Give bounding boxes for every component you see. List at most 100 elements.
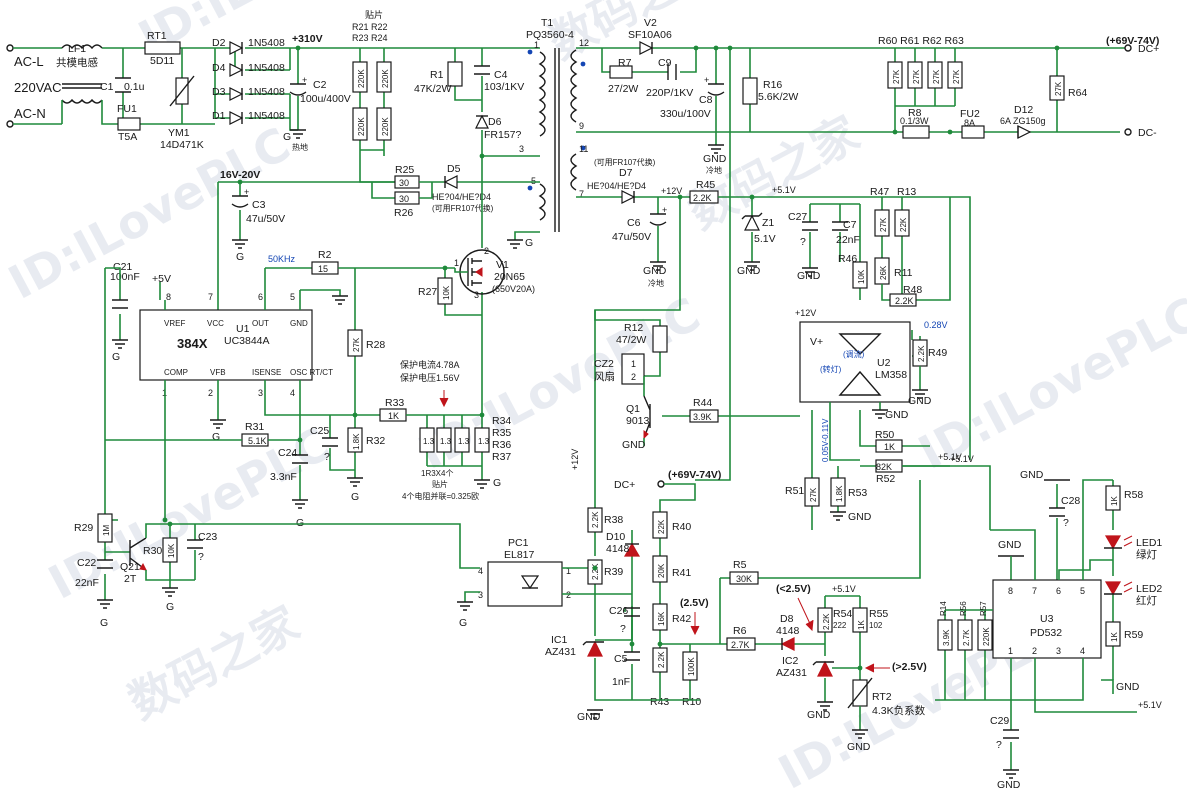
- fu1-ref: FU1: [117, 103, 137, 115]
- v2-value: SF10A06: [628, 29, 672, 41]
- r41-value: 20K: [657, 563, 666, 578]
- r39-ref: R39: [604, 566, 623, 578]
- ym1-varistor: YM1 14D471K: [160, 48, 204, 151]
- r2-value: 15: [318, 264, 328, 274]
- c7-value: 22nF: [836, 234, 860, 246]
- r37-ref: R37: [492, 451, 511, 463]
- r13-value: 22K: [899, 217, 908, 232]
- r11-value: 26K: [879, 265, 888, 280]
- r14-ref: R14: [939, 601, 948, 616]
- r34-g: G: [493, 477, 501, 489]
- c9-ref: C9: [658, 57, 672, 69]
- svg-text:1: 1: [454, 258, 459, 268]
- r36-ref: R36: [492, 439, 511, 451]
- r49-value: 2.2K: [917, 345, 926, 362]
- u1-isense-pin: ISENSE: [252, 368, 281, 377]
- r50-value: 1K: [884, 442, 895, 452]
- plus51-c: +5.1V: [832, 584, 856, 594]
- svg-text:3: 3: [474, 290, 479, 300]
- v2-ref: V2: [644, 17, 657, 29]
- u1-ic-body: [139, 309, 313, 381]
- r26-ref: R26: [394, 207, 413, 219]
- c9-value: 220P/1KV: [646, 87, 693, 99]
- r12-ref: R12: [624, 322, 643, 334]
- u2-ref: U2: [877, 357, 891, 369]
- r53-ref: R53: [848, 487, 867, 499]
- secondary-feedback: +12V DC+ (+69V-74V) 2.2K 2.2K R38 R39 D1…: [545, 449, 730, 723]
- u1-out-pin: OUT: [252, 319, 269, 328]
- r59-gnd: GND: [1116, 681, 1140, 693]
- rt1-value: 5D11: [150, 55, 174, 67]
- r61-value: 27K: [912, 69, 921, 84]
- d8-ref: D8: [780, 613, 794, 625]
- led2-ref: LED2: [1136, 583, 1162, 595]
- cz2-desc: 风扇: [594, 370, 615, 383]
- r42-value: 16K: [657, 611, 666, 626]
- ic2-ref: IC2: [782, 655, 799, 667]
- r40-value: 22K: [657, 519, 666, 534]
- r32-g: G: [351, 491, 359, 503]
- fan-driver: R12 47/2W 12 CZ2 风扇 Q1 9013 GND R44 3.9K: [594, 310, 800, 451]
- c5-ref: C5: [614, 653, 628, 665]
- svg-text:8: 8: [1008, 586, 1013, 596]
- lf1-desc: 共模电感: [56, 56, 98, 69]
- svg-text:+: +: [302, 75, 307, 85]
- current-sense: 保护电流4.78A 保护电压1.56V R33 1K 1.3 1.3 1.3 1…: [379, 359, 511, 501]
- c4-value: 103/1KV: [484, 81, 524, 93]
- d7-ref: D7: [619, 167, 633, 179]
- v1-ref: V1: [496, 259, 509, 271]
- v028-label: 0.28V: [924, 320, 948, 330]
- plus51-d: +5.1V: [1138, 700, 1162, 710]
- c1-value: 0.1u: [124, 81, 145, 93]
- ic1-part: AZ431: [545, 646, 576, 658]
- snubber-network: R1 47K/2W C4 103/1KV D6 FR157?: [414, 48, 540, 159]
- bus-310v-label: +310V: [292, 33, 323, 45]
- c1-capacitor: C1 0.1u: [100, 48, 145, 124]
- r36-value: 1.3: [458, 437, 470, 446]
- r5-ref: R5: [733, 559, 747, 571]
- r39-value: 2.2K: [591, 563, 600, 580]
- r31-ref: R31: [245, 421, 264, 433]
- svg-text:8: 8: [166, 292, 171, 302]
- r30-value: 10K: [167, 543, 176, 558]
- d2-part: 1N5408: [248, 37, 285, 49]
- plus12-c: +12V: [570, 449, 580, 470]
- ym1-ref: YM1: [168, 127, 190, 139]
- r21-r24-startup: 贴片 R21 R22 R23 R24 220K 220K 220K 220K: [352, 9, 395, 199]
- pc1-g: G: [459, 617, 467, 629]
- c27-gnd: GND: [797, 270, 821, 282]
- gt25-label: (>2.5V): [892, 661, 927, 673]
- c1-ref: C1: [100, 81, 114, 93]
- svg-text:5: 5: [290, 292, 295, 302]
- svg-text:7: 7: [208, 292, 213, 302]
- svg-text:2: 2: [631, 372, 636, 382]
- r34-value: 1.3: [423, 437, 435, 446]
- cz2-ref: CZ2: [594, 358, 614, 370]
- c22-value: 22nF: [75, 577, 99, 589]
- v1-part: 20N65: [494, 271, 525, 283]
- r56-value: 2.7K: [962, 629, 971, 646]
- c26-value: ?: [620, 623, 626, 635]
- c5-value: 1nF: [612, 676, 630, 688]
- c24-ref: C24: [278, 447, 297, 459]
- r42-ref: R42: [672, 613, 691, 625]
- r14-value: 3.9K: [942, 629, 951, 646]
- q21-g: G: [166, 601, 174, 613]
- c6-cold: 冷地: [648, 278, 664, 288]
- t1-pin1: 1: [534, 40, 539, 50]
- pc1-ref: PC1: [508, 537, 529, 549]
- svg-text:6: 6: [1056, 586, 1061, 596]
- z1-ref: Z1: [762, 217, 774, 229]
- ac-input: AC-L AC-N 220VAC: [6, 44, 61, 128]
- r41-ref: R41: [672, 567, 691, 579]
- ic1-ref: IC1: [551, 634, 568, 646]
- lf1-ref: LF1: [68, 43, 86, 55]
- r29-value: 1M: [102, 525, 111, 536]
- c25-ref: C25: [310, 425, 329, 437]
- d1-ref: D1: [212, 110, 226, 122]
- r63-value: 27K: [952, 69, 961, 84]
- r46-value: 10K: [857, 269, 866, 284]
- current-sense-output: R8 0.1/3W FU2 8A D12 6A ZG150g DC-: [892, 104, 1157, 139]
- ic1-gnd: GND: [577, 711, 601, 723]
- r43-value: 2.2K: [657, 651, 666, 668]
